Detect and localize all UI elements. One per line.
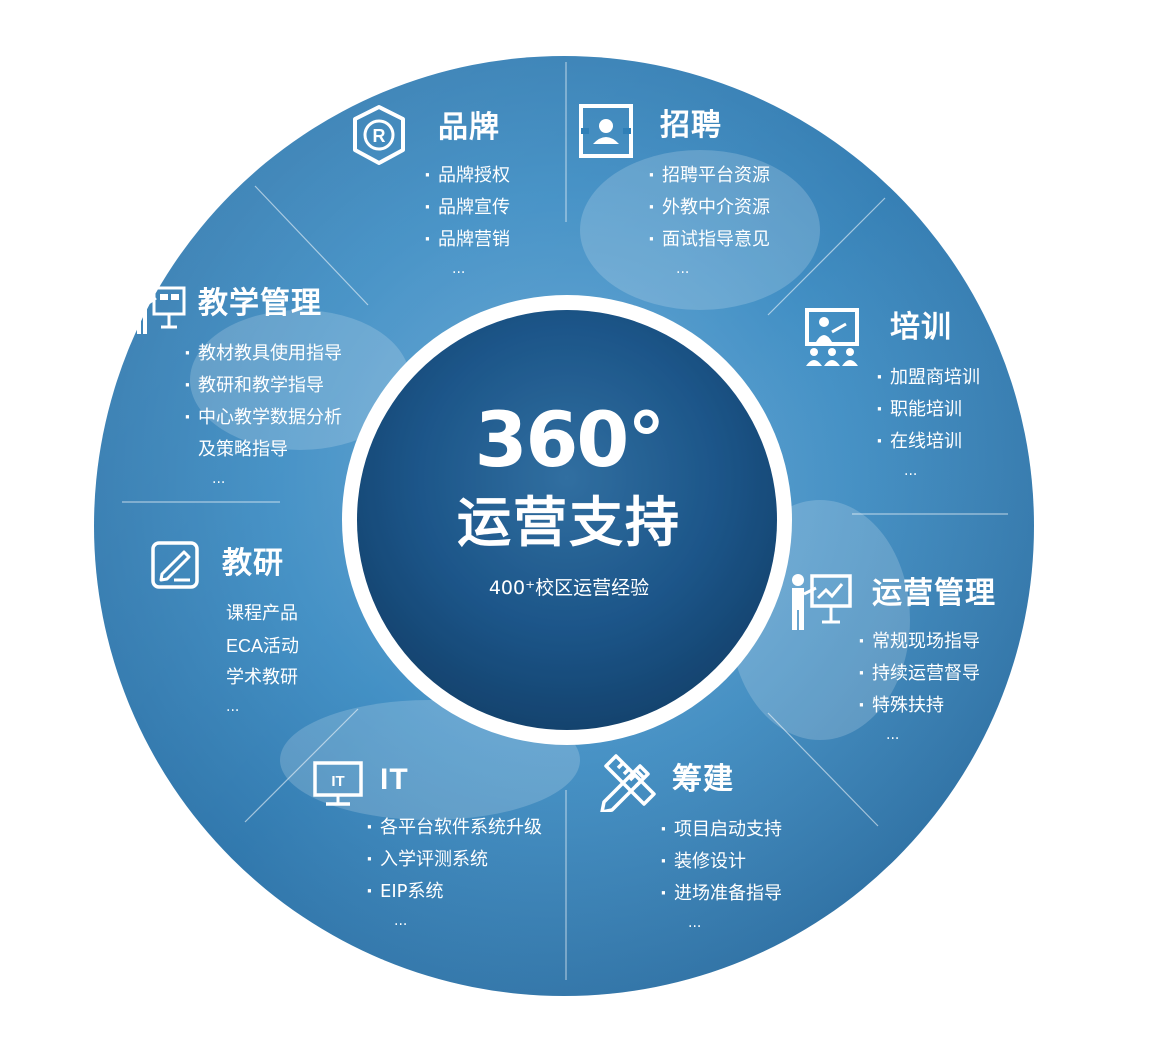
recruit-list: 招聘平台资源 外教中介资源 面试指导意见 ... (648, 160, 770, 282)
list-item: ... (226, 699, 240, 715)
teaching-list: 教材教具使用指导 教研和教学指导 中心教学数据分析 及策略指导 ... (184, 338, 342, 492)
list-item: 教材教具使用指导 (184, 338, 342, 370)
list-item: 特殊扶持 (858, 690, 980, 722)
list-item: 进场准备指导 (660, 878, 782, 910)
svg-text:IT: IT (331, 773, 344, 790)
list-item: ... (212, 471, 226, 487)
list-item: 教研和教学指导 (184, 370, 342, 402)
training-title: 培训 (890, 310, 952, 345)
list-item: 职能培训 (876, 394, 980, 426)
list-item: 招聘平台资源 (648, 160, 770, 192)
svg-text:R: R (373, 126, 386, 146)
operations-title: 运营管理 (872, 576, 996, 611)
operations-list: 常规现场指导 持续运营督导 特殊扶持 ... (858, 626, 980, 748)
research-list: 课程产品 ECA活动 学术教研 ... (226, 598, 299, 720)
presenter-chart-icon (792, 574, 852, 630)
list-item: ... (452, 261, 466, 277)
list-item: 在线培训 (876, 426, 980, 458)
list-item: EIP系统 (366, 876, 542, 908)
training-list: 加盟商培训 职能培训 在线培训 ... (876, 362, 980, 484)
list-item: 及策略指导 (198, 439, 288, 460)
list-item: 外教中介资源 (648, 192, 770, 224)
list-item: ... (394, 913, 408, 929)
list-item: ... (688, 915, 702, 931)
list-item: 品牌宣传 (424, 192, 510, 224)
list-item: 中心教学数据分析 (184, 402, 342, 434)
research-title: 教研 (222, 546, 284, 581)
list-item: 面试指导意见 (648, 224, 770, 256)
teaching-title: 教学管理 (198, 286, 322, 321)
registered-shield-icon: R (353, 105, 405, 165)
list-item: 常规现场指导 (858, 626, 980, 658)
segment-dividers (122, 62, 1008, 980)
list-item: ... (676, 261, 690, 277)
list-item: 持续运营督导 (858, 658, 980, 690)
list-item: 品牌营销 (424, 224, 510, 256)
list-item: 入学评测系统 (366, 844, 542, 876)
list-item: 加盟商培训 (876, 362, 980, 394)
list-item: ECA活动 (226, 636, 300, 656)
list-item: ... (904, 463, 918, 479)
classroom-presenter-icon (805, 308, 859, 366)
list-item: ... (886, 727, 900, 743)
it-list: 各平台软件系统升级 入学评测系统 EIP系统 ... (366, 812, 542, 934)
construction-title: 筹建 (672, 762, 734, 797)
pencil-ruler-icon (600, 754, 656, 812)
it-monitor-icon: IT (313, 761, 363, 806)
list-item: 课程产品 (226, 603, 298, 624)
list-item: 学术教研 (226, 667, 298, 688)
person-frame-icon (579, 104, 633, 158)
it-title: IT (380, 763, 409, 796)
center-disc-shade (357, 310, 777, 730)
recruit-title: 招聘 (660, 108, 722, 143)
edit-document-icon (151, 541, 199, 589)
center-headline: 360° (474, 395, 666, 484)
center-note: 400⁺校区运营经验 (488, 577, 650, 599)
list-item: 品牌授权 (424, 160, 510, 192)
center-disc (357, 310, 777, 730)
list-item: 项目启动支持 (660, 814, 782, 846)
brand-list: 品牌授权 品牌宣传 品牌营销 ... (424, 160, 510, 282)
construction-list: 项目启动支持 装修设计 进场准备指导 ... (660, 814, 782, 936)
brand-title: 品牌 (438, 110, 500, 145)
center-subtitle: 运营支持 (457, 491, 681, 554)
presenter-board-icon (137, 286, 186, 334)
list-item: 各平台软件系统升级 (366, 812, 542, 844)
list-item: 装修设计 (660, 846, 782, 878)
